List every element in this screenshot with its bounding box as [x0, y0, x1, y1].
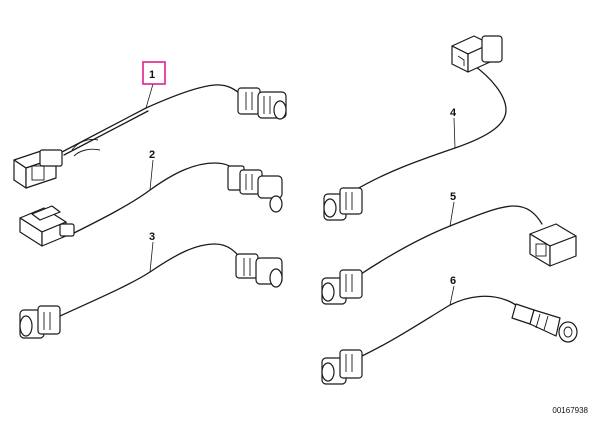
part-3-right-connector — [235, 253, 283, 288]
part-6-round-connector — [511, 303, 578, 343]
part-1-left-connector — [13, 149, 63, 189]
callout-6[interactable]: 6 — [450, 275, 456, 287]
part-2-right-connector — [227, 165, 283, 213]
callout-3[interactable]: 3 — [149, 231, 155, 243]
callout-1-highlight-box — [142, 61, 166, 85]
cable-part-1: 1 — [13, 61, 287, 189]
cable-part-4: 4 — [323, 35, 507, 221]
part-5-left-connector — [321, 269, 363, 305]
part-2-left-connector — [19, 205, 75, 247]
callout-4[interactable]: 4 — [450, 107, 457, 119]
part-1-right-connector — [237, 87, 287, 120]
part-5-right-connector — [529, 223, 577, 267]
callout-1[interactable]: 1 — [149, 69, 155, 81]
part-4-top-connector — [451, 35, 503, 73]
cable-part-3: 3 — [19, 231, 283, 339]
part-4-bottom-connector — [323, 187, 363, 221]
callout-2[interactable]: 2 — [149, 149, 155, 161]
cable-part-5: 5 — [321, 191, 577, 305]
cable-part-2: 2 — [19, 149, 283, 247]
document-number: 00167938 — [552, 406, 588, 415]
part-6-left-connector — [321, 349, 363, 385]
callout-5[interactable]: 5 — [450, 191, 456, 203]
part-3-left-connector — [19, 305, 61, 339]
cable-part-6: 6 — [321, 275, 578, 385]
